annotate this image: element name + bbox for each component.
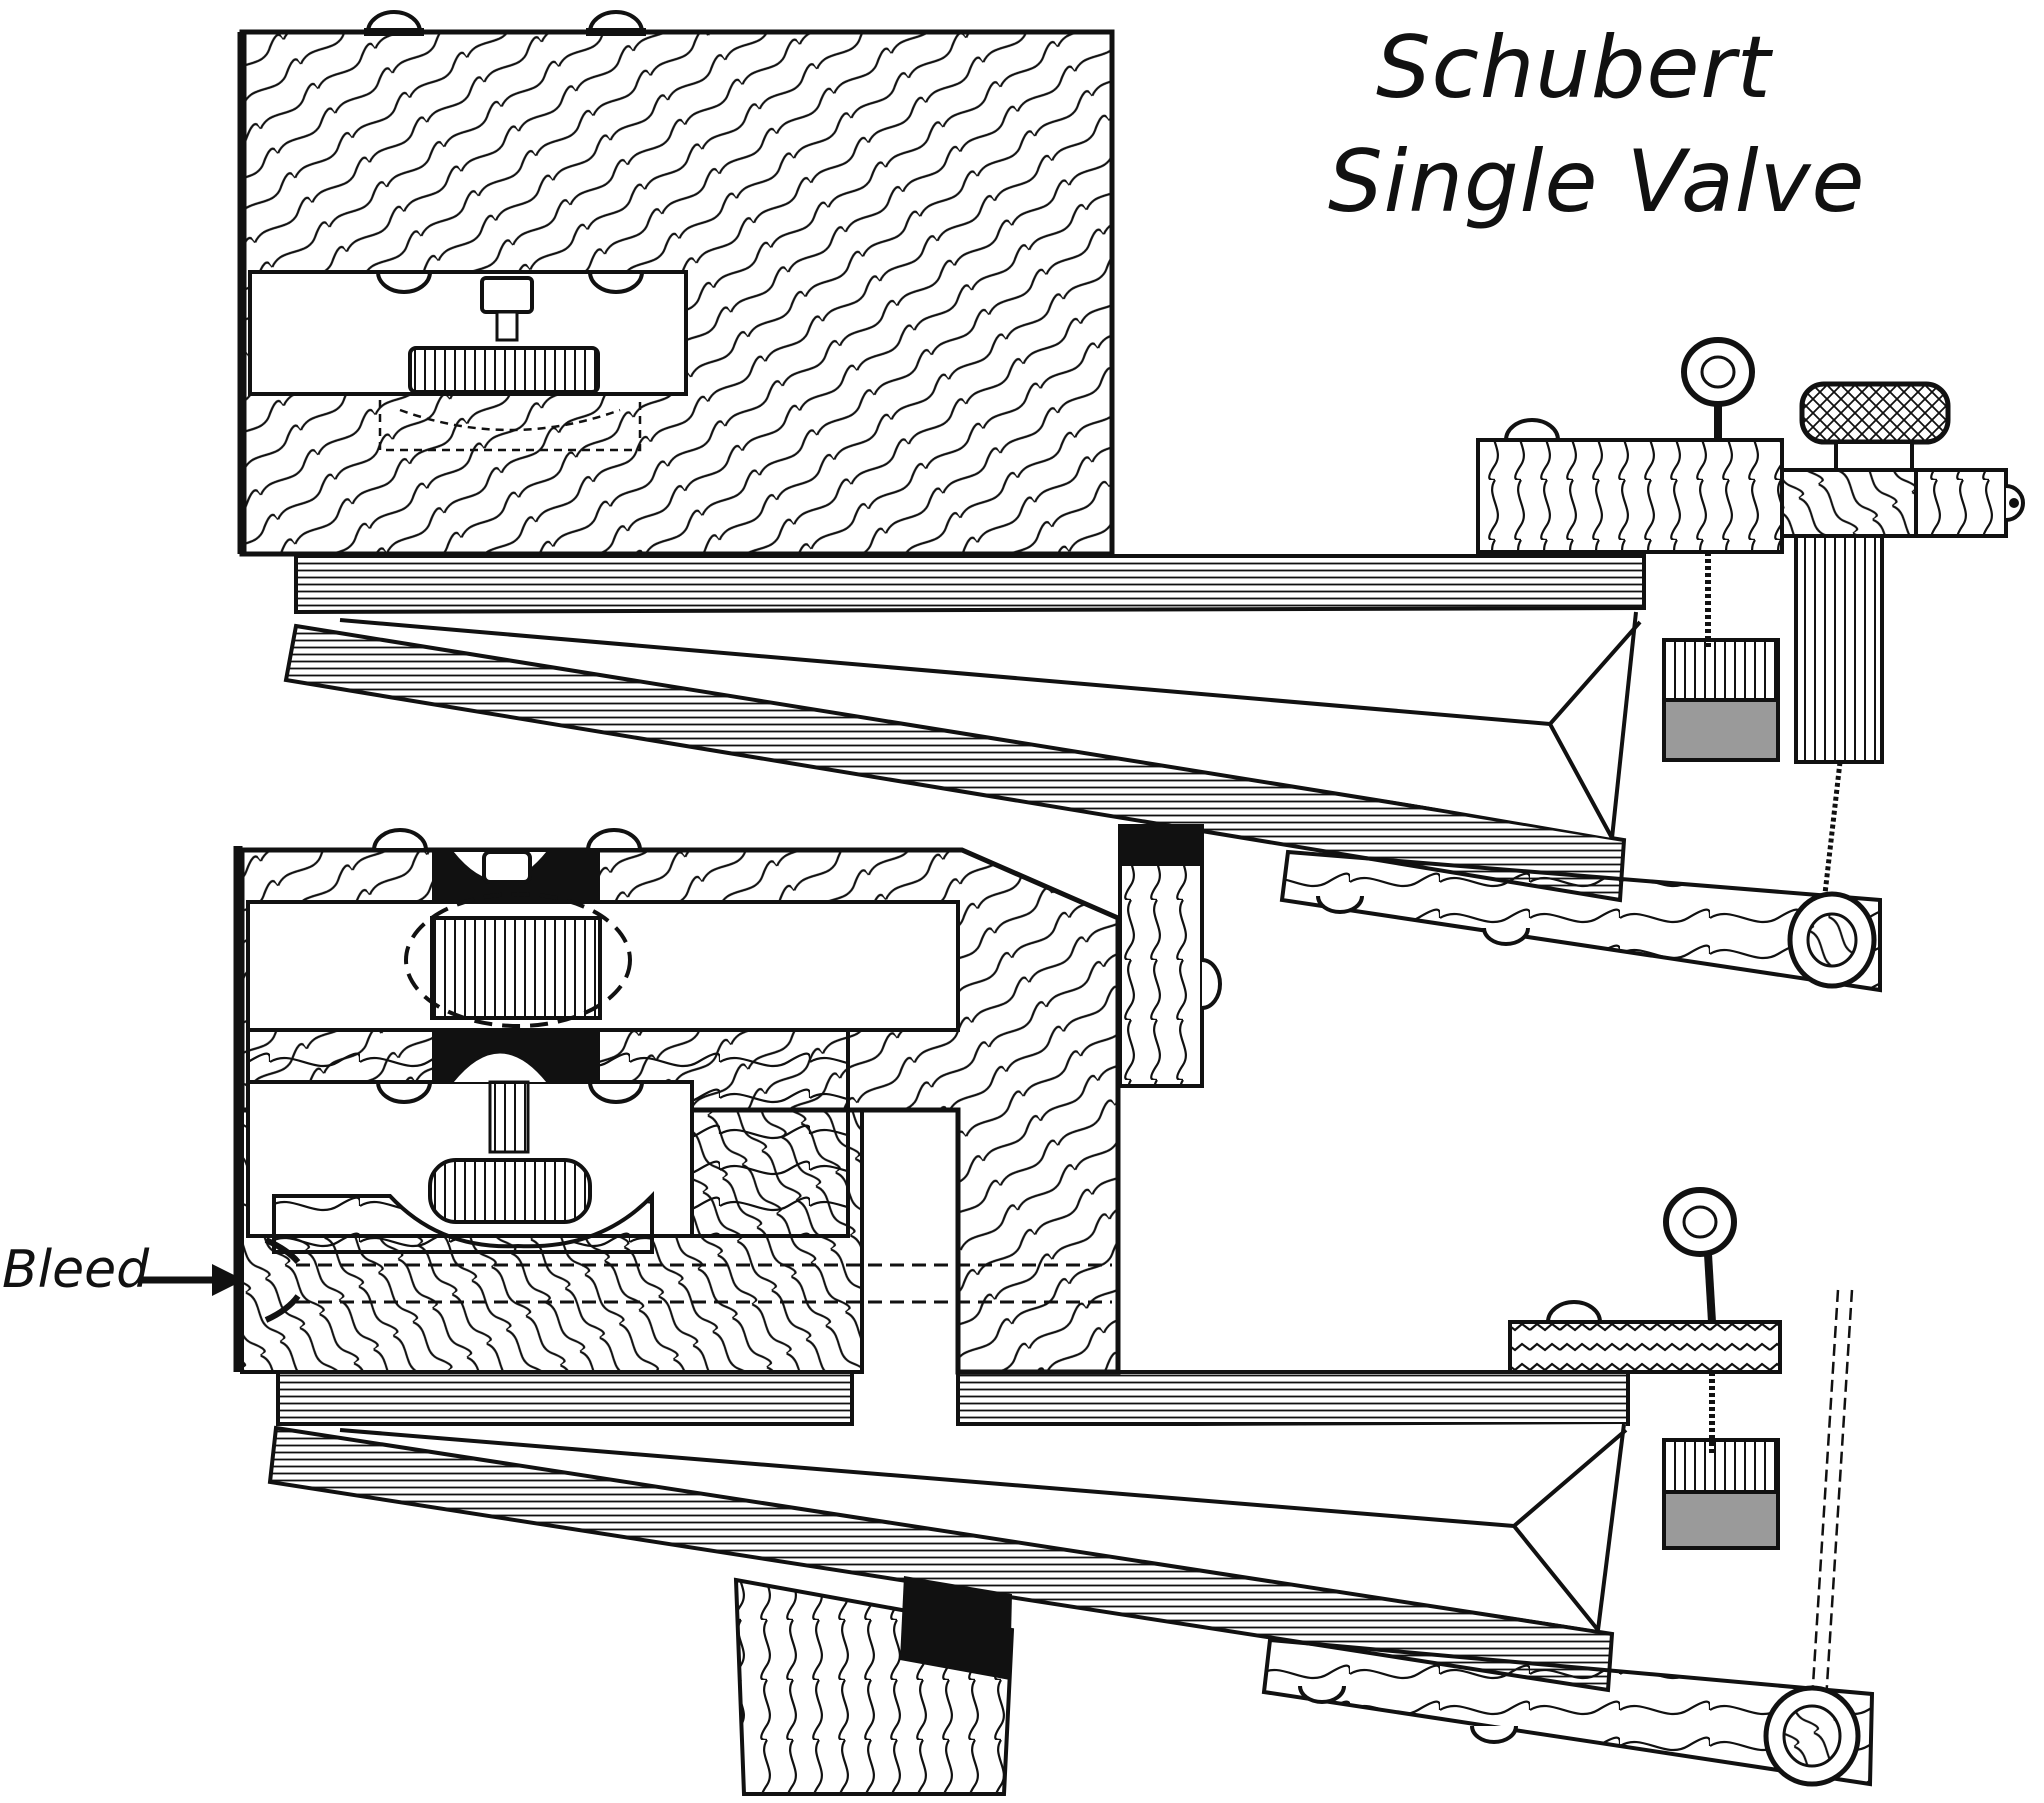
upper-valve-chamber — [248, 270, 688, 452]
lower-pivot-rod — [1261, 1637, 1875, 1787]
lower-right-block — [1508, 1300, 1782, 1374]
upper-pouch-cavity — [339, 611, 1642, 839]
upper-pivot-rod — [1279, 849, 1882, 993]
lower-pouch-top-board — [276, 1370, 1630, 1426]
title-line-1: Schubert — [1376, 18, 1772, 118]
bleed-channels — [264, 1237, 1112, 1323]
upper-adjust-knob — [1794, 381, 1951, 921]
lower-foot-block — [733, 1576, 1015, 1796]
upper-right-block — [1476, 418, 1784, 554]
upper-lever-arm — [1780, 468, 2025, 538]
lower-valve-floor — [272, 1191, 654, 1254]
upper-pouch-top-board — [294, 554, 1646, 615]
lower-valve-seat-bottom — [432, 1030, 600, 1083]
lower-eye-bolt — [1663, 1187, 1737, 1454]
lower-pouch-cavity — [339, 1423, 1628, 1632]
upper-weight — [1662, 638, 1780, 762]
bleed-arrow — [140, 1264, 244, 1296]
upper-eye-bolt — [1681, 337, 1755, 650]
bleed-label: Bleed — [2, 1240, 150, 1300]
lower-valve-disc — [404, 850, 632, 1224]
upper-top-screws — [364, 10, 646, 36]
center-spacer-block — [1118, 824, 1222, 1088]
lower-weight — [1662, 1438, 1780, 1550]
lower-dashed-rod — [1806, 1289, 1854, 1765]
title-line-2: Single Valve — [1328, 132, 1866, 232]
